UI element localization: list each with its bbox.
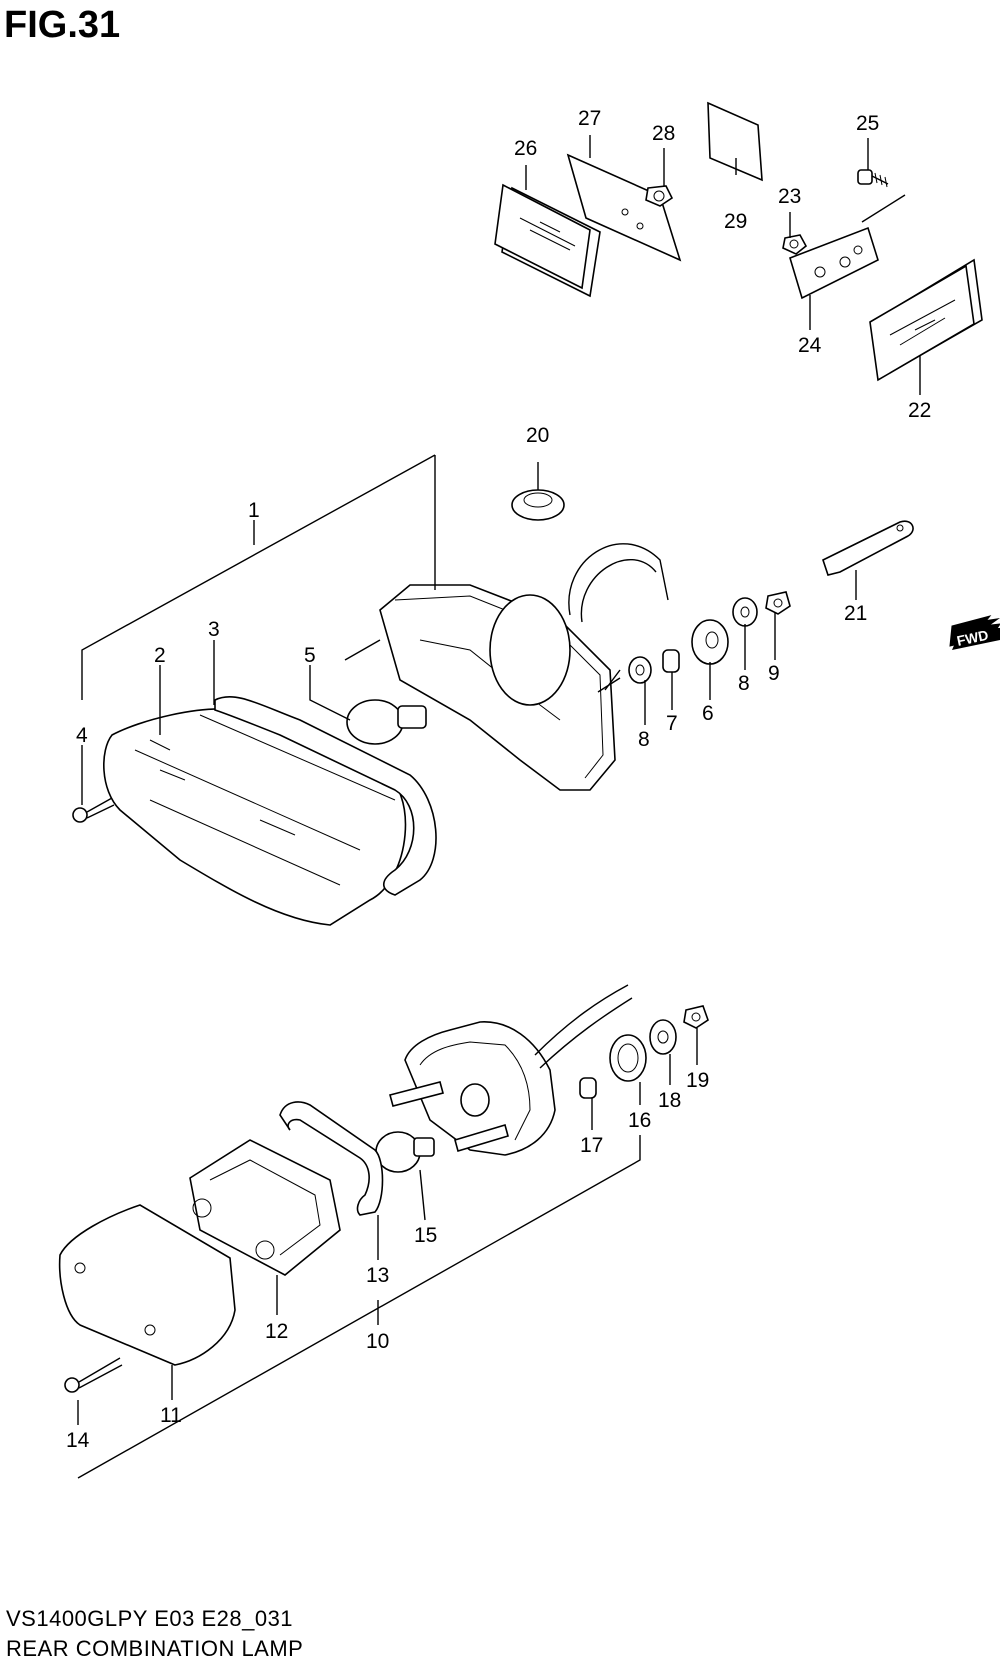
callout-2: 2 <box>154 644 166 667</box>
callout-21: 21 <box>844 602 867 625</box>
callout-13: 13 <box>366 1264 389 1287</box>
callout-23: 23 <box>778 185 801 208</box>
screw-14 <box>64 1357 123 1393</box>
nut-9 <box>765 591 791 615</box>
cushion-16 <box>609 1034 647 1082</box>
callout-27: 27 <box>578 107 601 130</box>
collar-17 <box>579 1077 597 1099</box>
washer-8a <box>628 656 652 684</box>
side-reflector-lens-22 <box>869 258 983 382</box>
forward-direction-badge: FWD <box>949 615 1000 650</box>
callout-17: 17 <box>580 1134 603 1157</box>
callout-8a: 8 <box>638 728 650 751</box>
callout-6: 6 <box>702 702 714 725</box>
leader-1-bracket <box>81 454 436 700</box>
pad-29 <box>707 101 763 182</box>
callout-1: 1 <box>248 499 260 522</box>
washer-8b <box>732 597 758 627</box>
leader-5 <box>309 665 351 721</box>
license-lamp-housing <box>389 984 633 1156</box>
callout-15: 15 <box>414 1224 437 1247</box>
forward-badge-label: FWD <box>955 627 990 649</box>
callout-8b: 8 <box>738 672 750 695</box>
leader-10-bracket <box>77 1135 641 1479</box>
callout-18: 18 <box>658 1089 681 1112</box>
callout-25: 25 <box>856 112 879 135</box>
model-code: VS1400GLPY E03 E28_031 <box>6 1606 294 1631</box>
callout-11: 11 <box>160 1404 182 1427</box>
bolt-25 <box>857 169 889 188</box>
lens-gasket-3 <box>214 696 437 896</box>
callout-24: 24 <box>798 334 822 357</box>
leader-15 <box>419 1169 426 1221</box>
washer-18 <box>649 1019 677 1055</box>
callout-12: 12 <box>265 1320 288 1343</box>
grommet-20 <box>511 489 565 521</box>
callout-29: 29 <box>724 210 747 233</box>
figure-title: FIG.31 <box>4 4 121 46</box>
callout-16: 16 <box>628 1109 651 1132</box>
leader-25 <box>861 194 906 223</box>
license-lamp-lens-11 <box>58 1204 236 1366</box>
nut-28 <box>645 185 674 207</box>
side-reflector-lens-26 <box>494 183 601 298</box>
callout-10: 10 <box>366 1330 389 1353</box>
callout-20: 20 <box>526 424 549 447</box>
reflector-bracket-24 <box>789 226 879 300</box>
callout-4: 4 <box>76 724 88 747</box>
assembly-name: REAR COMBINATION LAMP <box>6 1636 304 1661</box>
license-lamp-gasket-13 <box>279 1101 384 1216</box>
nut-23 <box>782 234 808 255</box>
lamp-lens-2 <box>103 708 407 926</box>
callout-7: 7 <box>666 712 678 735</box>
callout-28: 28 <box>652 122 675 145</box>
callout-19: 19 <box>686 1069 709 1092</box>
nut-19 <box>683 1005 709 1029</box>
callout-3: 3 <box>208 618 220 641</box>
reflector-gasket-27 <box>566 153 682 262</box>
wire-bracket-21 <box>822 520 914 576</box>
cushion-6 <box>691 619 729 665</box>
callout-5: 5 <box>304 644 316 667</box>
callout-14: 14 <box>66 1429 90 1452</box>
license-lamp-reflector-12 <box>189 1139 341 1276</box>
callout-22: 22 <box>908 399 931 422</box>
housing-stud <box>597 677 621 693</box>
bulb-5 <box>346 699 427 745</box>
collar-7 <box>662 649 680 673</box>
screw-4 <box>72 797 115 823</box>
lamp-housing-1 <box>344 543 669 791</box>
bulb-15 <box>375 1131 435 1173</box>
callout-26: 26 <box>514 137 537 160</box>
callout-9: 9 <box>768 662 780 685</box>
